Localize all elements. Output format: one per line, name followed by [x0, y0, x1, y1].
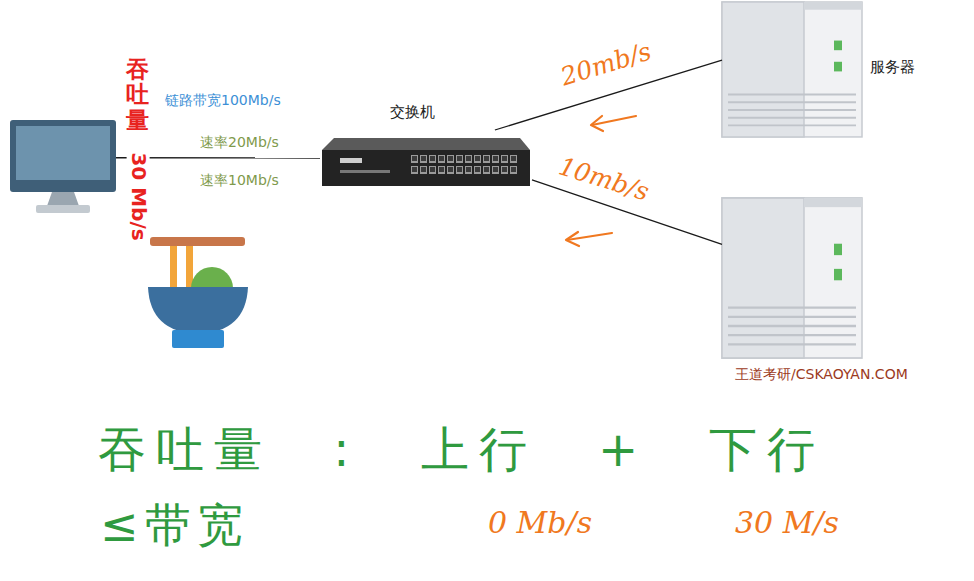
monitor-frame: [10, 120, 116, 192]
bowl: [148, 287, 248, 334]
device-label: 吞吐量: [126, 57, 149, 133]
annotation-label: 链路带宽100Mb/s: [165, 92, 281, 110]
handwritten-note: 0 Mb/s: [488, 505, 592, 540]
device-node: 交换机: [320, 130, 532, 190]
switch-logo: [340, 158, 362, 163]
annotation-label: 速率10Mb/s: [200, 172, 279, 190]
handwritten-note: ≤带宽: [100, 495, 249, 557]
chopstick-bar: [150, 237, 245, 246]
annotation-label: 王道考研/CSKAOYAN.COM: [735, 366, 908, 384]
device-label: 交换机: [390, 103, 435, 122]
noodle-bowl-icon: [148, 237, 248, 348]
bowl-base: [172, 330, 224, 348]
rate-label: 30 Mb/s: [127, 150, 150, 242]
switch-ports: [410, 154, 518, 176]
switch-front: [322, 150, 530, 186]
device-label: 服务器: [870, 58, 915, 77]
monitor-base: [36, 205, 90, 213]
handwritten-note: 30 M/s: [735, 505, 839, 540]
handwritten-rate: 10mb/s: [555, 152, 652, 207]
arrow-left: [592, 116, 636, 125]
server-icon: [722, 198, 862, 358]
switch-leds: [340, 170, 390, 173]
monitor-screen: [16, 126, 110, 180]
device-node: [722, 198, 862, 358]
monitor-stand: [47, 192, 79, 206]
handwritten-note: 吞吐量 : 上行 + 下行: [98, 418, 825, 482]
switch-icon: [322, 138, 530, 186]
monitor-icon: [10, 120, 116, 213]
switch-top: [322, 138, 530, 150]
chopstick: [170, 244, 177, 290]
handwritten-rate: 20mb/s: [557, 37, 654, 92]
annotation-label: 速率20Mb/s: [200, 134, 279, 152]
arrow-head: [591, 116, 603, 131]
arrow-head: [566, 232, 579, 246]
server-icon: [722, 2, 862, 137]
device-node: 吞吐量30 Mb/s: [10, 118, 116, 215]
device-node: 服务器: [722, 2, 862, 137]
